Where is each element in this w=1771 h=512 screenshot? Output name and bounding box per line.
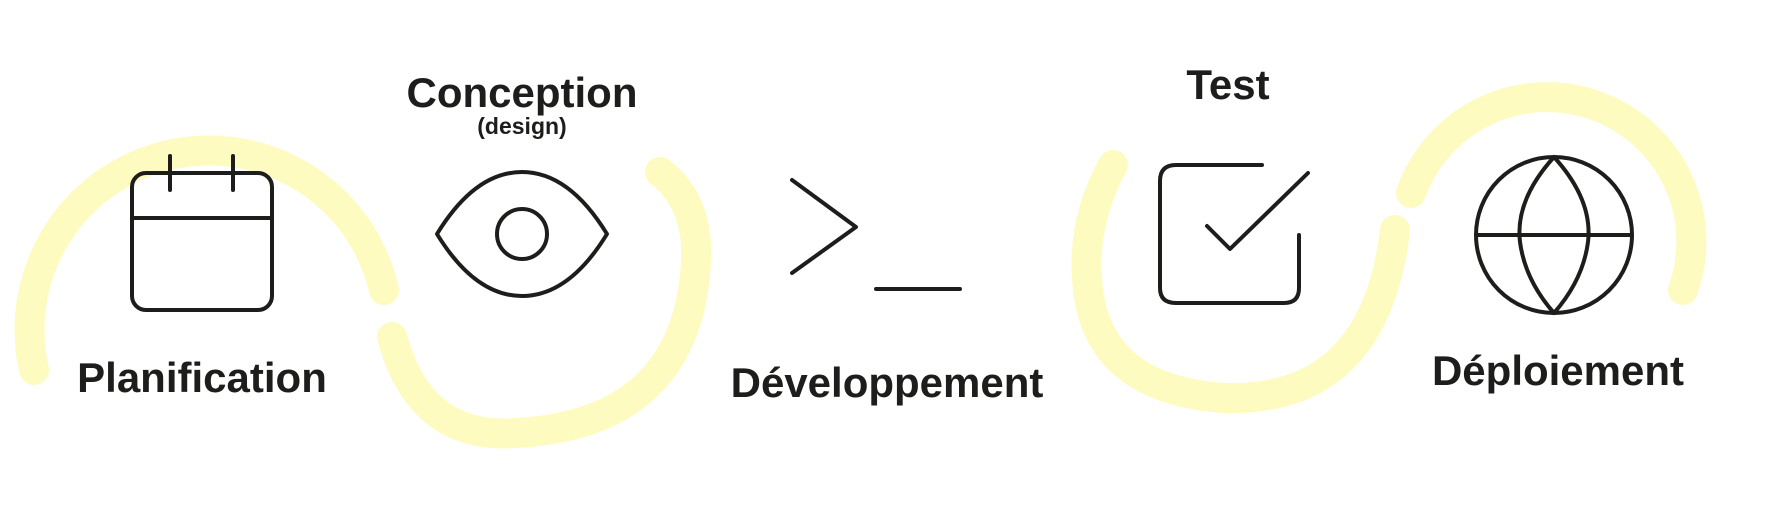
- deploiement-label: Déploiement: [1431, 347, 1685, 394]
- eye-icon: [435, 170, 609, 298]
- conception-arc: [377, 157, 712, 449]
- checkbox-checked-icon: [1158, 163, 1310, 305]
- conception-sublabel: (design): [477, 113, 567, 139]
- developpement-label: Développement: [730, 359, 1044, 406]
- terminal-prompt-icon: [790, 178, 962, 291]
- calendar-icon: [130, 154, 274, 312]
- planification-label: Planification: [77, 354, 327, 401]
- planification-arc: [14, 135, 399, 385]
- test-label: Test: [1186, 61, 1270, 108]
- globe-icon: [1474, 155, 1634, 315]
- conception-label: Conception: [406, 69, 638, 116]
- deployment-arc: [1396, 82, 1707, 305]
- test-arc: [1071, 150, 1410, 414]
